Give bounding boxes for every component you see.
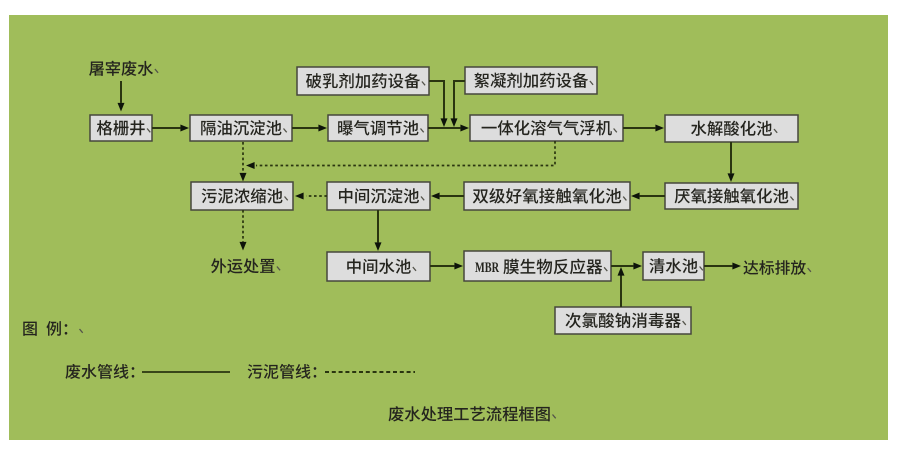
svg-text:MBR: MBR (475, 260, 499, 276)
